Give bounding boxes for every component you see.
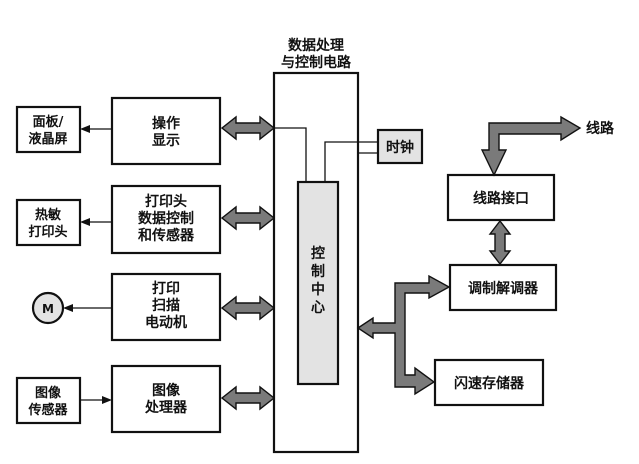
motor-symbol: M <box>42 302 54 316</box>
arrow-sensor-to-processor <box>80 396 112 404</box>
wire-operation-to-control <box>274 127 307 182</box>
printhead-control-line-1: 打印头 <box>145 193 187 210</box>
main-frame-title-line-2: 与控制电路 <box>281 54 352 71</box>
printhead-control-box <box>110 184 222 255</box>
panel-lcd-box <box>15 105 82 154</box>
arrow-printhead-control-to-printhead <box>80 218 112 226</box>
image-sensor-line-1: 图像 <box>35 385 62 401</box>
main-frame-title-line-1: 数据处理 <box>288 37 344 54</box>
bus-arrow-line-output <box>480 115 582 177</box>
print-scan-motor-line-3: 电动机 <box>145 314 187 331</box>
bus-arrow-operation <box>220 115 276 141</box>
line-interface-label: 线路接口 <box>473 190 529 207</box>
image-sensor-box <box>15 376 82 425</box>
printhead-control-line-3: 和传感器 <box>138 227 195 244</box>
bus-arrow-motor <box>220 295 276 321</box>
clock-label: 时钟 <box>386 139 414 156</box>
bus-arrow-frame-modem-flash <box>356 274 451 396</box>
printhead-control-line-2: 数据控制 <box>138 210 194 227</box>
panel-lcd-line-2: 液晶屏 <box>28 131 67 147</box>
bus-arrow-interface-modem <box>488 219 512 266</box>
operation-display-line-1: 操作 <box>152 115 180 132</box>
bus-arrow-printhead <box>220 205 276 231</box>
print-scan-motor-box <box>110 272 222 342</box>
arrow-operation-to-panel <box>80 125 112 133</box>
flash-memory-label: 闪速存储器 <box>454 375 525 392</box>
thermal-printhead-line-1: 热敏 <box>35 207 62 223</box>
image-processor-line-2: 处理器 <box>144 399 188 416</box>
print-scan-motor-line-2: 扫描 <box>152 297 180 314</box>
wire-clock-to-control <box>324 141 378 182</box>
line-interface-box <box>446 173 556 222</box>
line-label: 线路 <box>586 120 615 137</box>
modem-label: 调制解调器 <box>468 280 539 297</box>
control-center-char-2: 制 <box>311 263 325 280</box>
bus-arrow-image <box>220 385 276 411</box>
flash-memory-box <box>433 358 545 407</box>
control-center-char-3: 中 <box>311 281 325 298</box>
thermal-printhead-line-2: 打印头 <box>28 224 67 240</box>
clock-box <box>376 128 424 165</box>
arrow-motor-driver-to-motor <box>63 304 112 312</box>
image-processor-line-1: 图像 <box>152 382 181 399</box>
panel-lcd-line-1: 面板/ <box>33 114 64 130</box>
modem-box <box>448 263 558 312</box>
image-processor-box <box>110 364 222 434</box>
print-scan-motor-line-1: 打印 <box>152 280 180 297</box>
image-sensor-line-2: 传感器 <box>27 402 68 418</box>
operation-display-box <box>110 96 222 166</box>
operation-display-line-2: 显示 <box>152 133 180 149</box>
control-center-char-1: 控 <box>311 245 325 262</box>
control-center <box>296 180 340 386</box>
control-center-char-4: 心 <box>311 300 325 316</box>
thermal-printhead-box <box>15 198 82 247</box>
